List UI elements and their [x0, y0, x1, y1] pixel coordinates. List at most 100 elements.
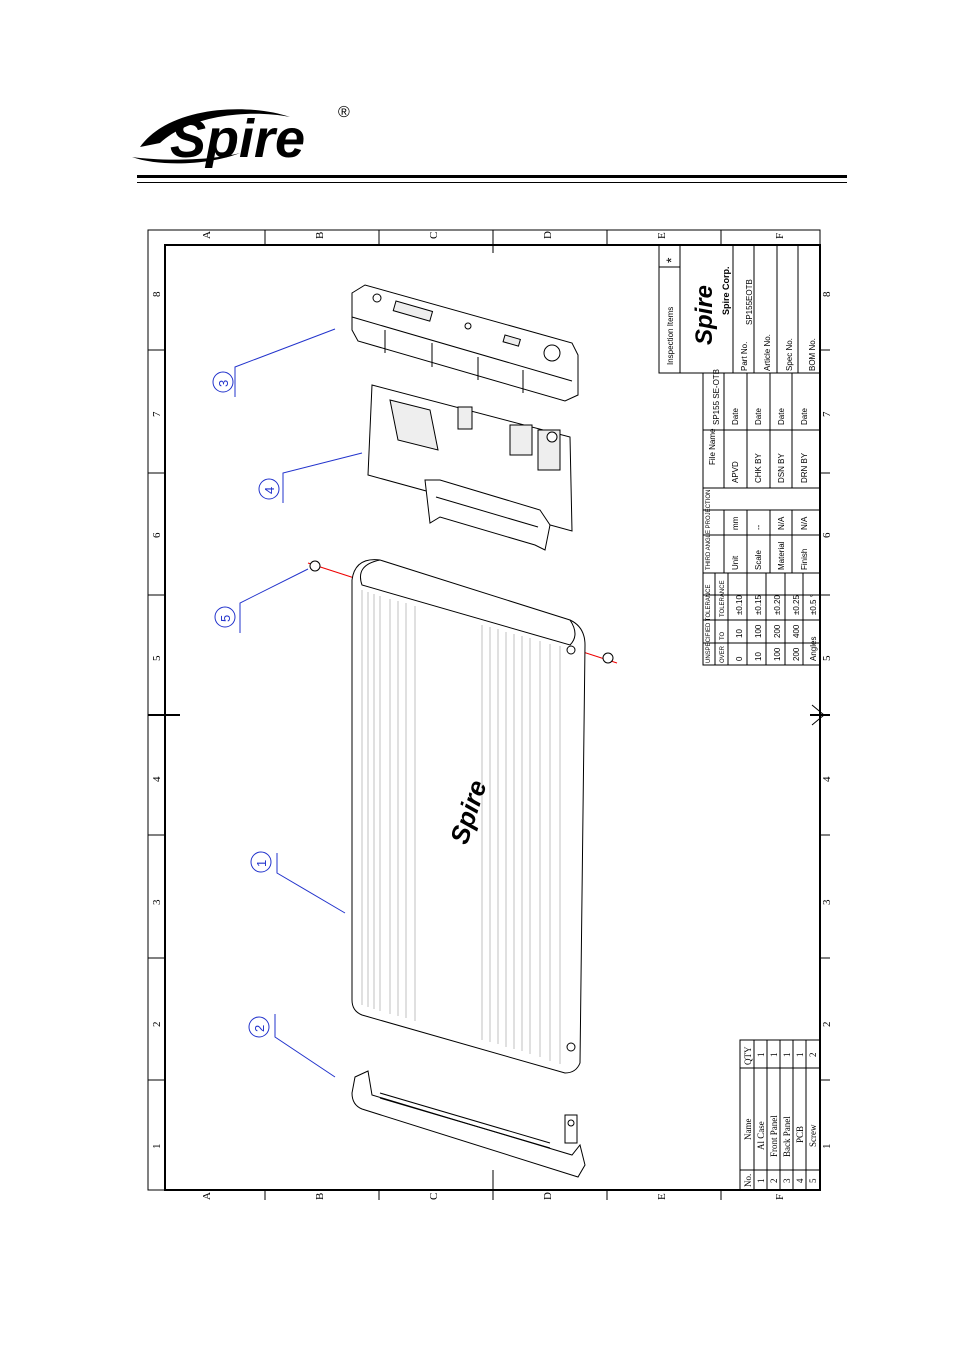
- prop-value: --: [754, 524, 763, 530]
- row-label-left: 5: [151, 655, 163, 661]
- tolerance-cell: 10: [754, 652, 763, 661]
- article-no-value: SP155EOTB: [745, 279, 754, 325]
- approval-label: CHK BY: [754, 453, 763, 483]
- approval-date: Date: [777, 408, 786, 425]
- prop-label: Finish: [800, 549, 809, 570]
- tolerance-cell: 200: [792, 647, 801, 661]
- tolerance-cell: ±0.15: [754, 594, 763, 615]
- bom-cell: Screw: [808, 1124, 818, 1147]
- row-label-right: 2: [821, 1022, 830, 1028]
- bom-header: QTY: [743, 1046, 753, 1065]
- tolerance-cell: 200: [773, 624, 782, 638]
- tolerance-cell: 400: [792, 624, 801, 638]
- back-panel-part: [351, 284, 579, 402]
- zone-ticks: [148, 230, 830, 1200]
- row-label-left: 4: [151, 776, 163, 782]
- col-label-top: F: [774, 233, 786, 239]
- angles-value: ±0.5 °: [809, 594, 818, 615]
- bom-header: Name: [743, 1119, 753, 1141]
- pcb-part: [367, 384, 573, 551]
- inspection-items-label: Inspection Items: [666, 307, 675, 365]
- bom-cell: Back Panel: [782, 1116, 792, 1157]
- col-label-top: E: [656, 232, 668, 239]
- file-name-value: SP155 SE-OTB: [712, 369, 721, 425]
- col-label-bottom: F: [774, 1194, 786, 1200]
- aluminium-case-part: Spire: [351, 559, 586, 1074]
- col-label-top: B: [314, 232, 326, 239]
- balloon-2-number: 2: [252, 1025, 267, 1032]
- balloon-3-number: 3: [216, 380, 231, 387]
- balloon-4-circle: [258, 478, 280, 500]
- title-block-logo: Spire: [691, 285, 718, 345]
- bom-cell: PCB: [795, 1126, 805, 1143]
- prop-label: Unit: [731, 555, 740, 570]
- bom-cell: 1: [795, 1053, 805, 1058]
- col-label-bottom: D: [542, 1192, 554, 1200]
- tolerance-cell: 10: [735, 629, 744, 638]
- row-label-right: 1: [821, 1144, 830, 1150]
- prop-value: N/A: [800, 516, 809, 530]
- row-label-left: 3: [151, 899, 163, 905]
- bom-cell: 1: [769, 1053, 779, 1058]
- part-no-label: Part No.: [740, 342, 749, 371]
- balloon-3-circle: [212, 371, 234, 393]
- prop-label: Scale: [754, 549, 763, 570]
- tolerance-title: UNSPECIFIED TOLERANCE: [706, 585, 712, 663]
- title-block: [658, 244, 821, 666]
- approval-label: DSN BY: [777, 453, 786, 483]
- col-label-top: A: [201, 231, 213, 239]
- tolerance-header: TOLERANCE: [720, 580, 726, 617]
- spec-no-label: Spec No.: [785, 338, 794, 371]
- bom-header: No.: [743, 1174, 753, 1187]
- bom-cell: 1: [756, 1179, 766, 1184]
- tolerance-cell: 100: [773, 647, 782, 661]
- col-label-top: D: [542, 231, 554, 239]
- approval-date: Date: [754, 408, 763, 425]
- tolerance-cell: 100: [754, 624, 763, 638]
- article-no-label: Article No.: [763, 334, 772, 371]
- registered-mark: ®: [338, 104, 350, 121]
- tolerance-cell: 0: [735, 656, 744, 661]
- row-label-left: 7: [151, 411, 163, 417]
- balloon-5-number: 5: [218, 615, 233, 622]
- center-marker: [811, 704, 825, 726]
- projection-label: THIRD ANGLE PROJECTION: [706, 490, 712, 570]
- exploded-assembly-drawing: A B C D E F A B C D E F 8 7 6 5 4 3 2 1 …: [147, 229, 830, 1200]
- bom-table: [739, 1039, 821, 1191]
- prop-value: N/A: [777, 516, 786, 530]
- row-label-left: 8: [151, 291, 163, 297]
- balloon-5-circle: [214, 606, 236, 628]
- prop-label: Material: [777, 541, 786, 570]
- balloon-4-number: 4: [262, 487, 277, 494]
- bom-cell: 1: [756, 1053, 766, 1058]
- inspection-star: *: [663, 257, 679, 263]
- bom-cell: Front Panel: [769, 1115, 779, 1157]
- part-balloons: [234, 328, 363, 1078]
- tolerance-cell: ±0.20: [773, 594, 782, 615]
- front-panel-part: [351, 1070, 586, 1178]
- spire-logo: Spire ®: [132, 104, 350, 169]
- row-label-left: 6: [151, 532, 163, 538]
- approval-date: Date: [731, 408, 740, 425]
- bom-no-label: BOM No.: [808, 338, 817, 371]
- balloon-2-circle: [248, 1016, 270, 1038]
- tolerance-header: TO: [720, 631, 726, 640]
- bom-cell: 2: [808, 1053, 818, 1058]
- row-label-right: 6: [821, 532, 830, 538]
- col-label-bottom: E: [656, 1193, 668, 1200]
- bom-cell: 1: [782, 1053, 792, 1058]
- bom-cell: 4: [795, 1178, 805, 1183]
- tolerance-cell: ±0.25: [792, 594, 801, 615]
- approval-date: Date: [800, 408, 809, 425]
- row-label-left: 1: [151, 1144, 163, 1150]
- header-rule: [137, 175, 847, 183]
- approval-label: APVD: [731, 461, 740, 483]
- tolerance-header: OVER: [720, 645, 726, 663]
- col-label-bottom: A: [201, 1192, 213, 1200]
- row-label-right: 8: [821, 291, 830, 297]
- row-label-right: 4: [821, 776, 830, 782]
- balloon-1-number: 1: [254, 860, 269, 867]
- prop-value: mm: [731, 516, 740, 530]
- angles-label: Angles: [809, 637, 818, 661]
- bom-cell: 5: [808, 1178, 818, 1183]
